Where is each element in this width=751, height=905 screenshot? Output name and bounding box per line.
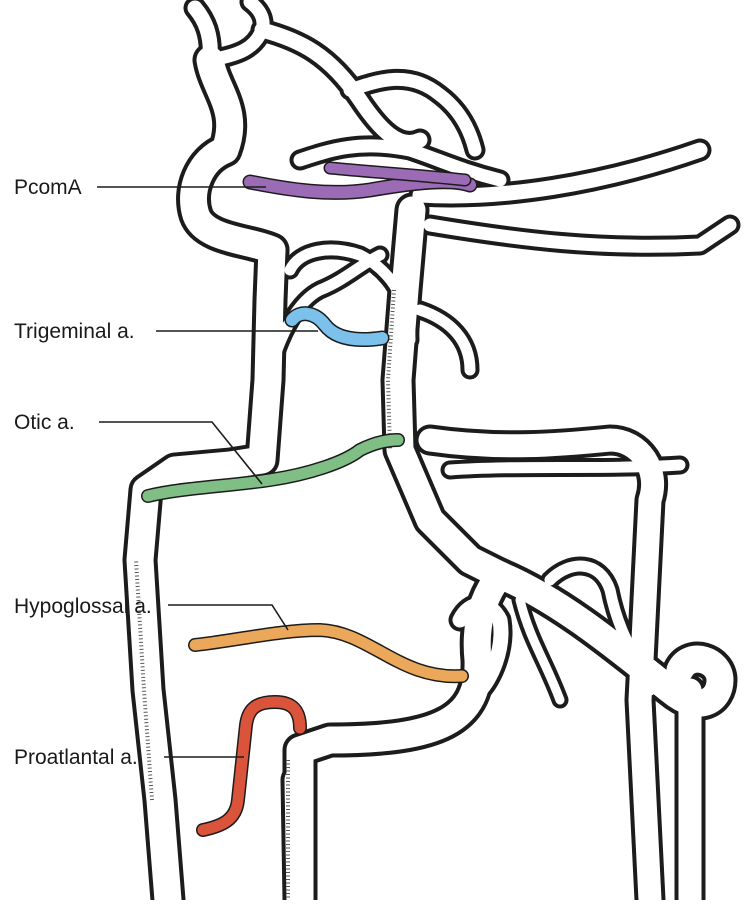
left-vertebral-lower [298,780,300,900]
right-crossing-branch [450,465,680,470]
pcoma-label: PcomA [14,177,82,198]
vertebral-left [300,575,500,900]
trigeminal-artery-label: Trigeminal a. [14,321,135,342]
proatlantal-artery-label: Proatlantal a. [14,747,138,768]
otic-artery-label: Otic a. [14,412,75,433]
hypoglossal-artery-label: Hypoglossal a. [14,596,152,617]
hypoglossal-leader-line [168,605,288,630]
